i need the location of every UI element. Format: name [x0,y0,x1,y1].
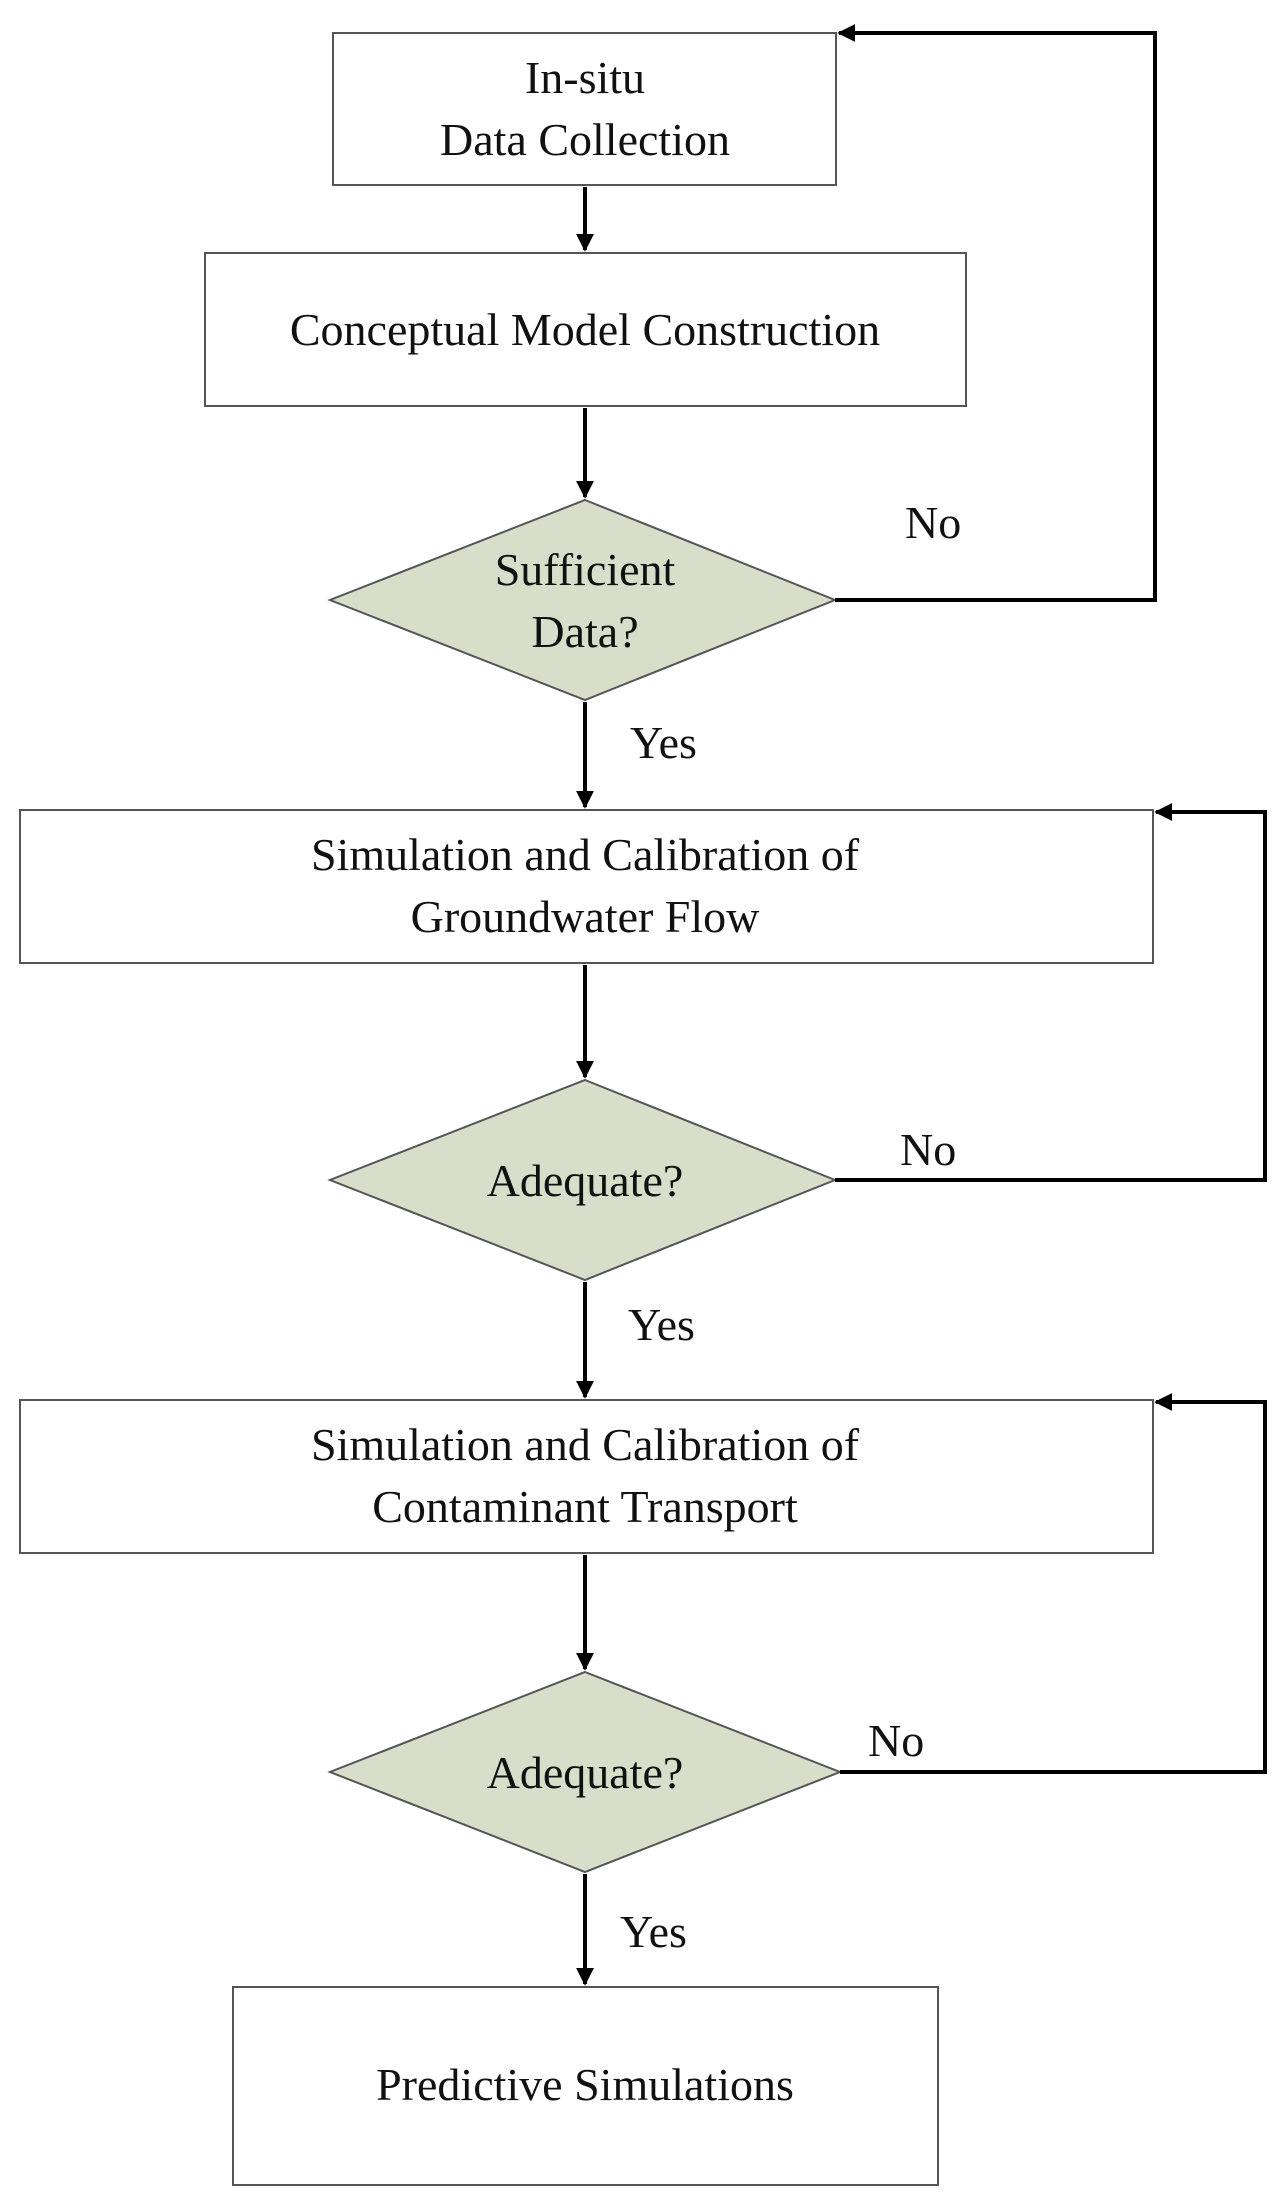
node-predictive-simulations: Predictive Simulations [232,1986,939,2186]
node-contaminant-transport: Simulation and Calibration of Contaminan… [19,1399,1154,1554]
edge-adequate1-no [835,803,1267,1182]
node-conceptual-model: Conceptual Model Construction [204,252,967,407]
node-data-collection: In-situ Data Collection [332,32,837,186]
label-adequate1-no: No [900,1124,956,1175]
edge-adequate2-no [840,1393,1267,1774]
node-conceptual-model-line1: Conceptual Model Construction [290,304,880,355]
node-groundwater-flow: Simulation and Calibration of Groundwate… [19,809,1154,964]
label-sufficient-no: No [905,497,961,548]
decision-sufficient-data: Sufficient Data? [327,498,838,702]
node-data-collection-line2: Data Collection [440,114,730,165]
decision-adequate-2-line1: Adequate? [487,1747,684,1798]
decision-adequate-1: Adequate? [327,1078,838,1282]
edge-sufficient-no [835,24,1157,602]
node-predictive-simulations-line1: Predictive Simulations [376,2059,794,2110]
label-adequate2-no: No [868,1715,924,1766]
node-data-collection-line1: In-situ [525,52,645,103]
decision-sufficient-data-line1: Sufficient [495,544,676,595]
label-adequate1-yes: Yes [628,1299,695,1350]
decision-adequate-2: Adequate? [327,1670,843,1874]
node-groundwater-flow-line2: Groundwater Flow [411,891,761,942]
decision-sufficient-data-line2: Data? [531,606,638,657]
label-sufficient-yes: Yes [630,717,697,768]
node-contaminant-transport-line1: Simulation and Calibration of [311,1419,860,1470]
decision-adequate-1-line1: Adequate? [487,1155,684,1206]
label-adequate2-yes: Yes [620,1906,687,1957]
node-groundwater-flow-line1: Simulation and Calibration of [311,829,860,880]
node-contaminant-transport-line2: Contaminant Transport [372,1481,798,1532]
